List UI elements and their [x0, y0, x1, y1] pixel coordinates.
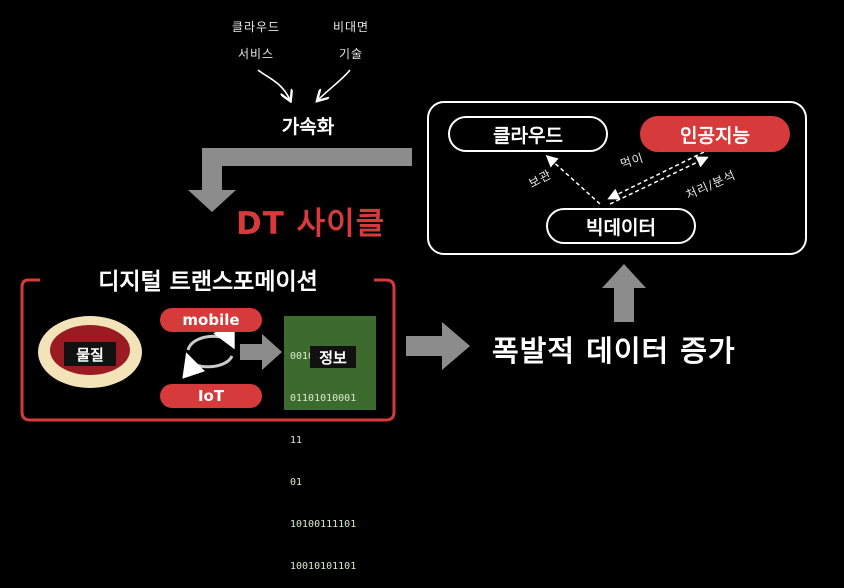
diagram-arrows: [20, 69, 807, 422]
dt-cycle-title: DT 사이클: [236, 206, 386, 242]
dt-bracket: [20, 278, 396, 422]
annotation-cloud-service: 클라우드 서비스: [231, 20, 281, 61]
information-label: 정보: [310, 346, 356, 368]
annotation-contactless-tech: 비대면 기술: [332, 20, 370, 61]
arrow-to-info: [240, 334, 282, 370]
acceleration-label: 가속화: [281, 116, 335, 138]
curve-arrow-left: [257, 69, 290, 100]
explosive-data-label: 폭발적 데이터 증가: [492, 334, 736, 368]
up-arrow-bigdata: [602, 264, 646, 322]
digital-transformation-title: 디지털 트랜스포메이션: [42, 262, 374, 296]
right-arrow-explosive: [406, 322, 470, 370]
curve-arrow-right: [318, 69, 351, 100]
cycle-arrow-bottom: [182, 352, 234, 379]
mobile-pill: mobile: [160, 308, 262, 332]
bigdata-node: 빅데이터: [546, 208, 696, 244]
ai-node: 인공지능: [640, 116, 790, 152]
material-label: 물질: [64, 342, 116, 366]
cloud-node: 클라우드: [448, 116, 608, 152]
acceleration-arrow: [188, 148, 412, 212]
iot-pill: IoT: [160, 384, 262, 408]
cycle-arrow-top: [186, 322, 235, 351]
